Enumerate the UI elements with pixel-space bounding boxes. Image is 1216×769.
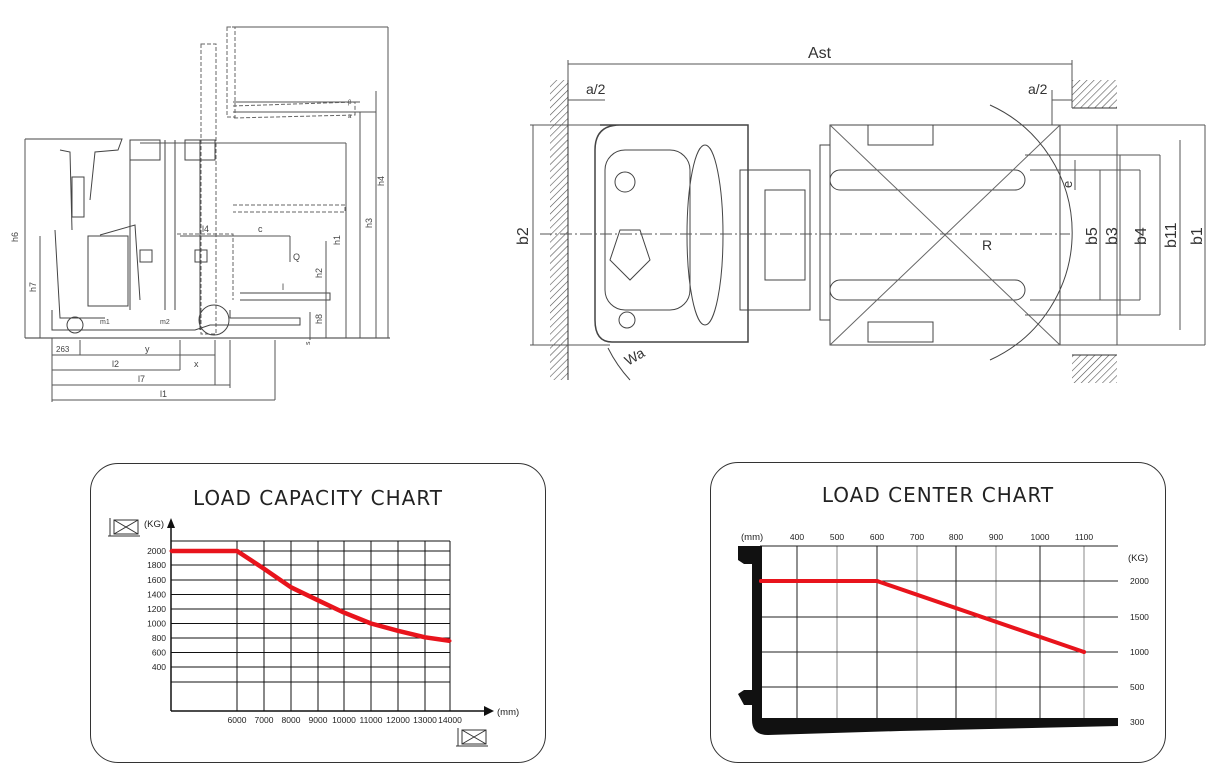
dim-e: e (1060, 181, 1075, 188)
dim-l1: l1 (160, 389, 167, 399)
dim-l4: l4 (202, 224, 209, 234)
side-view-drawing: h6 h7 h1 h2 h3 h4 h8 s 263 y l2 x l7 l1 … (10, 26, 390, 402)
dim-h3: h3 (364, 218, 374, 228)
dim-b5: b5 (1084, 227, 1101, 245)
dim-m1: m1 (100, 319, 110, 326)
dim-y: y (145, 344, 150, 354)
dim-b4: b4 (1133, 227, 1150, 245)
dim-wa: Wa (622, 344, 648, 368)
technical-drawings: h6 h7 h1 h2 h3 h4 h8 s 263 y l2 x l7 l1 … (10, 26, 1206, 402)
dim-b2: b2 (515, 227, 532, 245)
dim-s: s (305, 341, 312, 345)
dim-b1: b1 (1189, 227, 1206, 245)
load-capacity-chart-panel: LOAD CAPACITY CHART (90, 463, 546, 763)
dim-m2: m2 (160, 319, 170, 326)
dim-r: R (982, 237, 992, 253)
dim-h1: h1 (332, 235, 342, 245)
dim-ast: Ast (808, 45, 832, 62)
dim-h8: h8 (314, 314, 324, 324)
dim-q: Q (293, 252, 300, 262)
chart-title: LOAD CENTER CHART (821, 483, 1055, 507)
dim-l2: l2 (112, 359, 119, 369)
chart-title: LOAD CAPACITY CHART (192, 486, 443, 510)
dim-h6: h6 (10, 232, 20, 242)
dim-h7: h7 (28, 282, 38, 292)
dim-263: 263 (56, 345, 70, 354)
dim-x: x (194, 359, 199, 369)
load-center-chart-panel: LOAD CENTER CHART (710, 462, 1166, 763)
dim-l: l (282, 282, 284, 292)
dim-c: c (258, 224, 263, 234)
dim-b11: b11 (1163, 222, 1180, 248)
dim-b3: b3 (1104, 227, 1121, 245)
dim-a: a (348, 114, 352, 120)
dim-h2: h2 (314, 268, 324, 278)
dim-beta: β (348, 100, 352, 106)
dim-a2-left: a/2 (586, 81, 606, 97)
dim-l7: l7 (138, 374, 145, 384)
top-view-drawing: Ast a/2 a/2 b2 b5 b3 b4 b11 b1 e R Wa (515, 45, 1206, 383)
dim-h4: h4 (376, 176, 386, 186)
dim-a2-right: a/2 (1028, 81, 1048, 97)
